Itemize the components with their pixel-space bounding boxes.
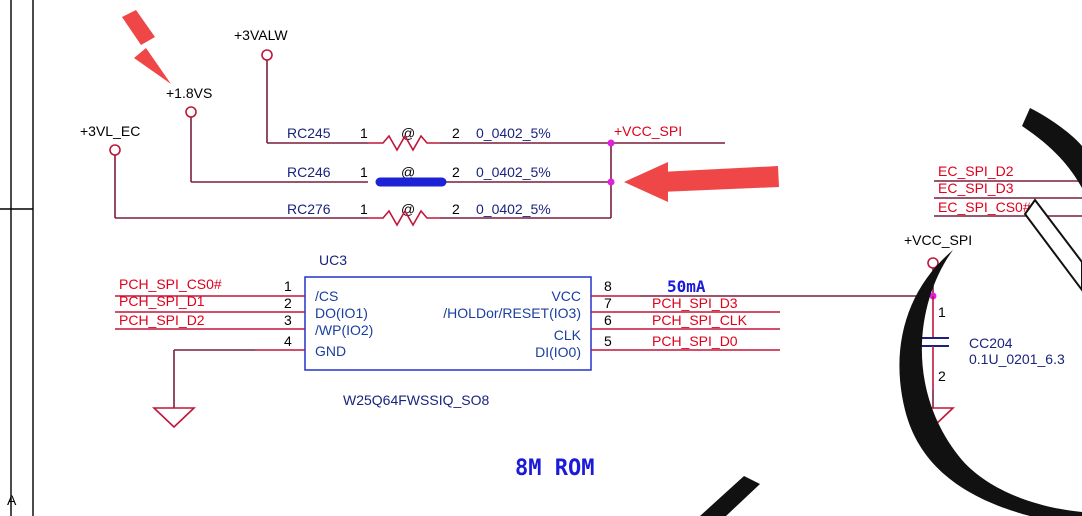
resistor-pin1: 1: [360, 201, 368, 217]
net-label: EC_SPI_D2: [938, 163, 1014, 179]
resistor-pin2: 2: [452, 201, 460, 217]
capacitor-ref: CC204: [969, 335, 1013, 351]
pin-name: DI(IO0): [535, 344, 581, 360]
junction-dot: [607, 139, 615, 147]
chip-uc3[interactable]: UC3 W25Q64FWSSIQ_SO8 PCH_SPI_CS0# PCH_SP…: [115, 252, 780, 429]
pin-name: GND: [315, 343, 346, 359]
net-label: PCH_SPI_D3: [652, 295, 738, 311]
resistor-pin2: 2: [452, 164, 460, 180]
pin-name: CLK: [554, 327, 582, 343]
capacitor-pin2: 2: [938, 368, 946, 384]
page-title: 8M ROM: [515, 456, 594, 481]
border-zone-letter: A: [7, 492, 17, 508]
annotation-arrow-up: [122, 10, 171, 84]
net-label: EC_SPI_D3: [938, 180, 1014, 196]
capacitor-cc204[interactable]: 1 2 CC204 0.1U_0201_6.3: [910, 296, 1065, 429]
overlay-swoosh: [700, 108, 1082, 516]
net-label: PCH_SPI_D2: [119, 312, 205, 328]
resistor-pin1: 1: [360, 125, 368, 141]
pin-name: /CS: [315, 288, 338, 304]
resistor-pin2: 2: [452, 125, 460, 141]
pin-name: VCC: [551, 288, 581, 304]
net-label-vcc-spi: +VCC_SPI: [614, 123, 682, 139]
power-port-3valw: +3VALW: [234, 27, 288, 61]
svg-text:+3VALW: +3VALW: [234, 27, 288, 43]
annotation-arrow-right: [624, 162, 779, 202]
junction-dot: [607, 178, 615, 186]
current-note: 50mA: [667, 277, 706, 296]
chip-ref: UC3: [319, 252, 347, 268]
pin-number: 6: [604, 312, 612, 328]
resistor-ref: RC276: [287, 201, 331, 217]
pin-name: DO(IO1): [315, 305, 368, 321]
pin-number: 5: [604, 333, 612, 349]
power-port-1-8vs: +1.8VS: [166, 85, 212, 118]
resistor-value: 0_0402_5%: [476, 164, 551, 180]
capacitor-pin1: 1: [938, 304, 946, 320]
svg-text:+3VL_EC: +3VL_EC: [80, 123, 140, 139]
resistor-pin1: 1: [360, 164, 368, 180]
pin-name: /HOLDor/RESET(IO3): [443, 305, 581, 321]
ground-symbol: [151, 407, 197, 429]
net-label: PCH_SPI_CS0#: [119, 276, 222, 292]
net-label: PCH_SPI_D0: [652, 333, 738, 349]
resistor-rc245[interactable]: RC245 1 @ 2 0_0402_5%: [287, 125, 551, 152]
pin-number: 1: [284, 278, 292, 294]
chip-part-number: W25Q64FWSSIQ_SO8: [343, 392, 489, 408]
svg-text:+VCC_SPI: +VCC_SPI: [904, 232, 972, 248]
pin-number: 8: [604, 278, 612, 294]
chip-body: [304, 276, 592, 371]
svg-text:+1.8VS: +1.8VS: [166, 85, 212, 101]
pin-name: /WP(IO2): [315, 322, 373, 338]
pin-number: 3: [284, 312, 292, 328]
resistor-rc276[interactable]: RC276 1 @ 2 0_0402_5%: [287, 201, 551, 227]
net-label: EC_SPI_CS0#: [938, 199, 1031, 215]
pin-number: 2: [284, 295, 292, 311]
sheet-border: A: [0, 0, 34, 516]
resistor-ref: RC245: [287, 125, 331, 141]
capacitor-value: 0.1U_0201_6.3: [969, 351, 1065, 367]
pin-number: 7: [604, 295, 612, 311]
net-label: PCH_SPI_CLK: [652, 312, 748, 328]
power-port-3vl-ec: +3VL_EC: [80, 123, 140, 156]
resistor-option-mark: @: [401, 164, 415, 180]
ec-spi-signals: EC_SPI_D2 EC_SPI_D3 EC_SPI_CS0#: [934, 163, 1082, 217]
resistor-value: 0_0402_5%: [476, 201, 551, 217]
resistor-rc246[interactable]: RC246 1 @ 2 0_0402_5%: [287, 164, 551, 187]
resistor-ref: RC246: [287, 164, 331, 180]
resistor-value: 0_0402_5%: [476, 125, 551, 141]
pin-number: 4: [284, 333, 292, 349]
power-port-vcc-spi: +VCC_SPI: [904, 232, 972, 296]
net-label: PCH_SPI_D1: [119, 293, 205, 309]
